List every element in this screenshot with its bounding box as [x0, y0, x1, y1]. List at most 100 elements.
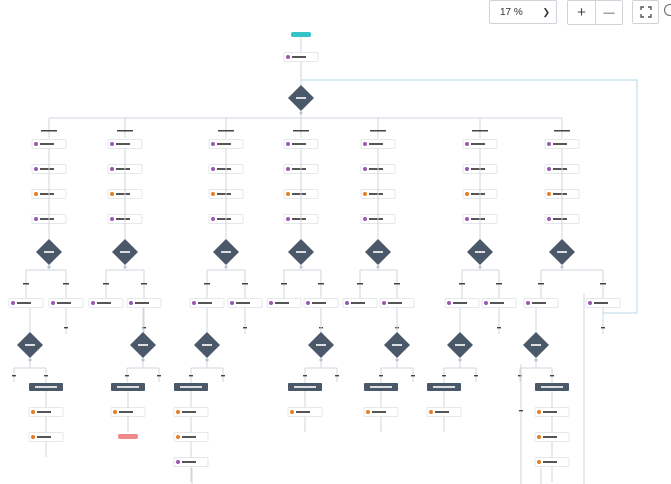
subflow-header-label	[117, 386, 139, 388]
branch-end-label	[142, 327, 146, 329]
action-type-icon	[211, 167, 215, 171]
action-label-placeholder	[37, 436, 51, 438]
start-node[interactable]	[291, 32, 311, 37]
action-type-icon	[537, 435, 541, 439]
decision-label-placeholder	[202, 344, 212, 346]
action-label-placeholder	[369, 143, 383, 145]
action-type-icon	[363, 192, 367, 196]
action-type-icon	[547, 192, 551, 196]
action-type-icon	[113, 410, 117, 414]
branch-end-label	[519, 410, 523, 412]
zoom-button-group: + —	[567, 0, 623, 25]
action-label-placeholder	[217, 168, 231, 170]
decision-label-placeholder	[296, 97, 306, 99]
chevron-down-icon: ❯	[542, 6, 550, 17]
action-label-placeholder	[40, 168, 54, 170]
search-icon[interactable]	[664, 4, 671, 16]
action-label-placeholder	[388, 302, 402, 304]
action-type-icon	[176, 410, 180, 414]
zoom-select[interactable]: 17 % ❯	[489, 0, 557, 24]
subflow-header-label	[35, 386, 57, 388]
action-type-icon	[429, 410, 433, 414]
branch-label	[63, 283, 69, 285]
action-type-icon	[286, 167, 290, 171]
action-label-placeholder	[296, 411, 310, 413]
branch-label	[218, 130, 234, 132]
fit-screen-icon	[639, 6, 652, 18]
branch-label	[204, 283, 210, 285]
decision-label-placeholder	[120, 251, 130, 253]
action-label-placeholder	[217, 218, 231, 220]
action-label-placeholder	[471, 143, 485, 145]
action-label-placeholder	[236, 302, 250, 304]
action-type-icon	[526, 301, 530, 305]
decision-label-placeholder	[557, 251, 567, 253]
action-label-placeholder	[292, 193, 306, 195]
branch-end-label	[157, 375, 161, 377]
action-type-icon	[465, 192, 469, 196]
fit-screen-button[interactable]	[632, 0, 659, 24]
action-type-icon	[34, 192, 38, 196]
branch-label	[293, 130, 309, 132]
action-label-placeholder	[119, 411, 133, 413]
zoom-value: 17 %	[500, 6, 523, 18]
zoom-out-button[interactable]: —	[595, 1, 622, 24]
subflow-header-label	[541, 386, 563, 388]
action-type-icon	[286, 192, 290, 196]
action-type-icon	[382, 301, 386, 305]
decision-label-placeholder	[392, 344, 402, 346]
branch-end-label	[601, 327, 605, 329]
branch-end-label	[44, 375, 48, 377]
action-type-icon	[366, 410, 370, 414]
action-label-placeholder	[369, 218, 383, 220]
action-type-icon	[484, 301, 488, 305]
action-label-placeholder	[37, 411, 51, 413]
decision-label-placeholder	[44, 251, 54, 253]
action-label-placeholder	[17, 302, 31, 304]
action-label-placeholder	[135, 302, 149, 304]
branch-label	[318, 283, 324, 285]
branch-label	[357, 283, 363, 285]
action-type-icon	[537, 410, 541, 414]
subflow-header-label	[433, 386, 455, 388]
action-label-placeholder	[217, 193, 231, 195]
action-type-icon	[34, 217, 38, 221]
action-type-icon	[192, 301, 196, 305]
decision-label-placeholder	[316, 344, 326, 346]
action-label-placeholder	[40, 218, 54, 220]
action-type-icon	[129, 301, 133, 305]
subflow-header-label	[294, 386, 316, 388]
action-label-placeholder	[471, 218, 485, 220]
action-label-placeholder	[217, 143, 231, 145]
action-type-icon	[269, 301, 273, 305]
action-type-icon	[211, 192, 215, 196]
zoom-in-button[interactable]: +	[568, 1, 595, 24]
branch-end-label	[125, 375, 129, 377]
action-label-placeholder	[116, 143, 130, 145]
branch-label	[394, 283, 400, 285]
action-label-placeholder	[57, 302, 71, 304]
branch-label	[281, 283, 287, 285]
branch-label	[370, 130, 386, 132]
action-label-placeholder	[40, 143, 54, 145]
action-label-placeholder	[553, 143, 567, 145]
branch-label	[103, 283, 109, 285]
decision-label-placeholder	[373, 251, 383, 253]
end-node[interactable]	[118, 434, 138, 439]
branch-end-label	[335, 375, 339, 377]
action-type-icon	[34, 142, 38, 146]
action-label-placeholder	[369, 193, 383, 195]
action-type-icon	[363, 142, 367, 146]
branch-label	[23, 283, 29, 285]
action-label-placeholder	[553, 193, 567, 195]
action-label-placeholder	[471, 168, 485, 170]
action-type-icon	[547, 142, 551, 146]
action-type-icon	[588, 301, 592, 305]
action-type-icon	[345, 301, 349, 305]
action-type-icon	[34, 167, 38, 171]
action-type-icon	[91, 301, 95, 305]
action-label-placeholder	[372, 411, 386, 413]
action-type-icon	[537, 460, 541, 464]
